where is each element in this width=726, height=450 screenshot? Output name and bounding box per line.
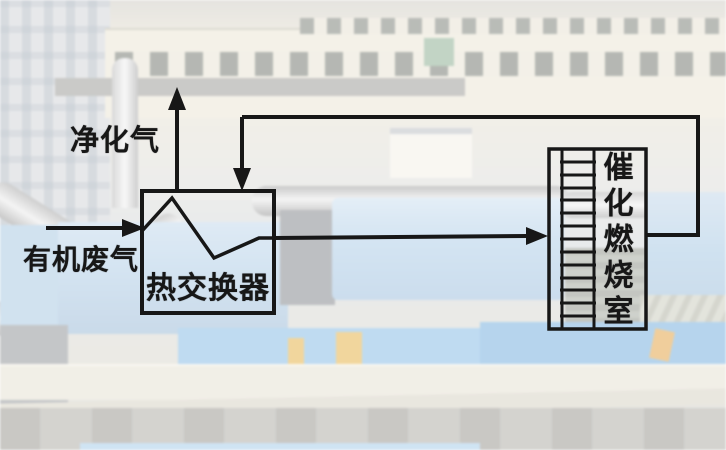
waste-gas-arrowhead <box>122 219 145 237</box>
return-drop-arrowhead <box>233 168 251 191</box>
catalyst-bed-rungs <box>560 160 596 318</box>
return-line-loop <box>242 115 700 237</box>
catalytic-chamber-box <box>547 147 648 331</box>
purified-gas-label: 净化气 <box>70 125 161 157</box>
hot-gas-line <box>273 234 528 240</box>
hot-gas-arrowhead <box>526 227 548 245</box>
heat-exchanger-coil <box>140 195 274 261</box>
heat-exchanger-box <box>140 189 276 315</box>
catalytic-combustion-chamber-label: 催化燃烧室 <box>598 151 632 331</box>
purified-gas-arrowhead <box>168 87 186 110</box>
organic-waste-gas-label: 有机废气 <box>23 244 140 275</box>
heat-exchanger-label: 热交换器 <box>146 272 270 305</box>
